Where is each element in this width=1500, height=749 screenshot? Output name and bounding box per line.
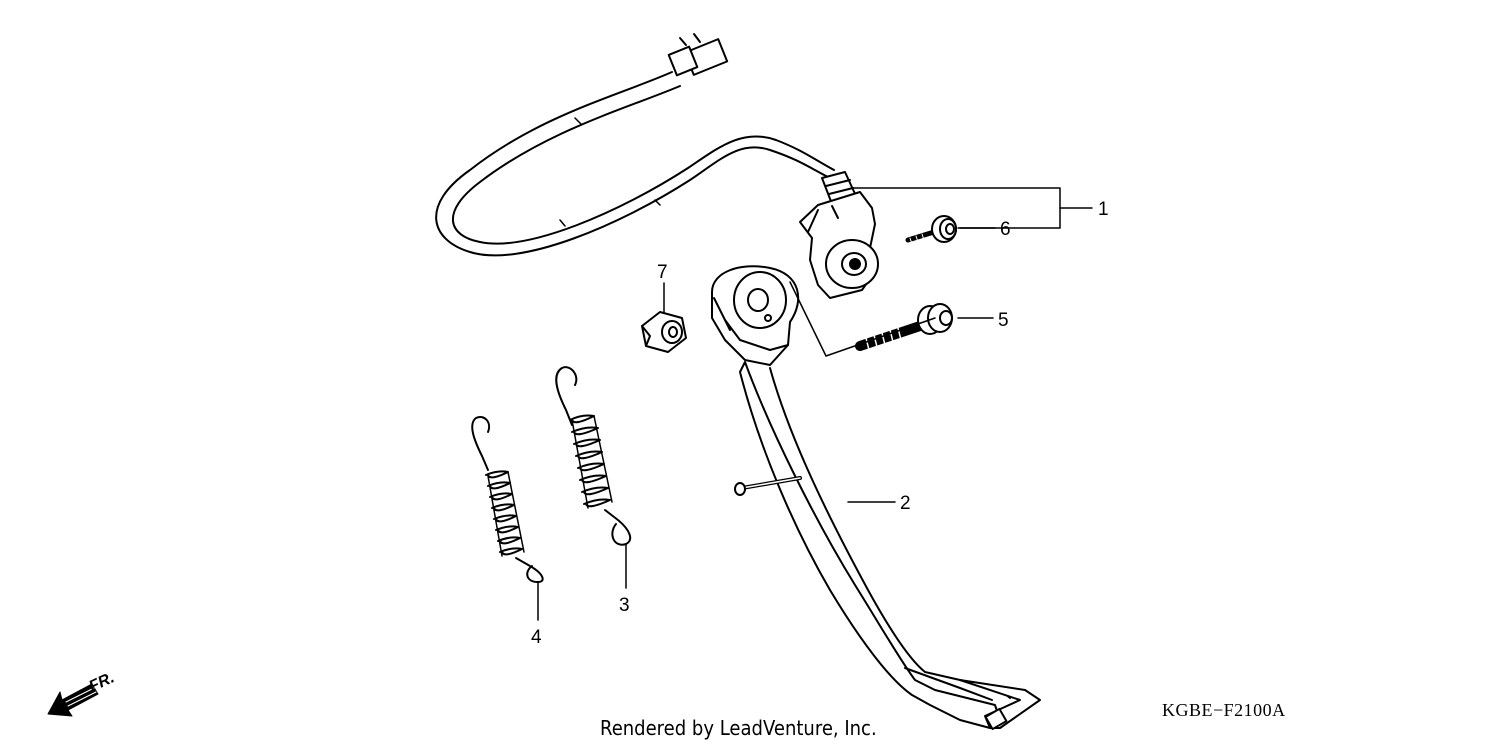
side-stand-switch: [435, 33, 879, 299]
pivot-bolt: [855, 303, 953, 351]
inner-spring: [471, 416, 544, 583]
render-credit: Rendered by LeadVenture, Inc.: [600, 716, 877, 740]
outer-spring: [555, 366, 632, 546]
side-stand: [711, 265, 1041, 731]
pivot-nut: [641, 311, 687, 353]
callout-2: 2: [900, 493, 911, 514]
front-direction-arrow: FR.: [47, 669, 118, 717]
leader-lines: [537, 187, 1093, 621]
callout-3: 3: [619, 595, 630, 616]
switch-bolt: [905, 215, 957, 245]
callout-7: 7: [657, 262, 668, 283]
front-direction-label: FR.: [87, 669, 118, 695]
callout-6: 6: [1000, 219, 1011, 240]
side-stand-foot: [959, 679, 1041, 731]
callout-4: 4: [531, 627, 542, 648]
wire-harness: [435, 71, 831, 257]
switch-body: [799, 191, 879, 299]
callout-5: 5: [998, 310, 1009, 331]
harness-connector: [667, 33, 729, 77]
diagram-reference-code: KGBE−F2100A: [1162, 700, 1286, 720]
callout-1: 1: [1098, 199, 1109, 220]
spring-pin: [734, 476, 802, 496]
